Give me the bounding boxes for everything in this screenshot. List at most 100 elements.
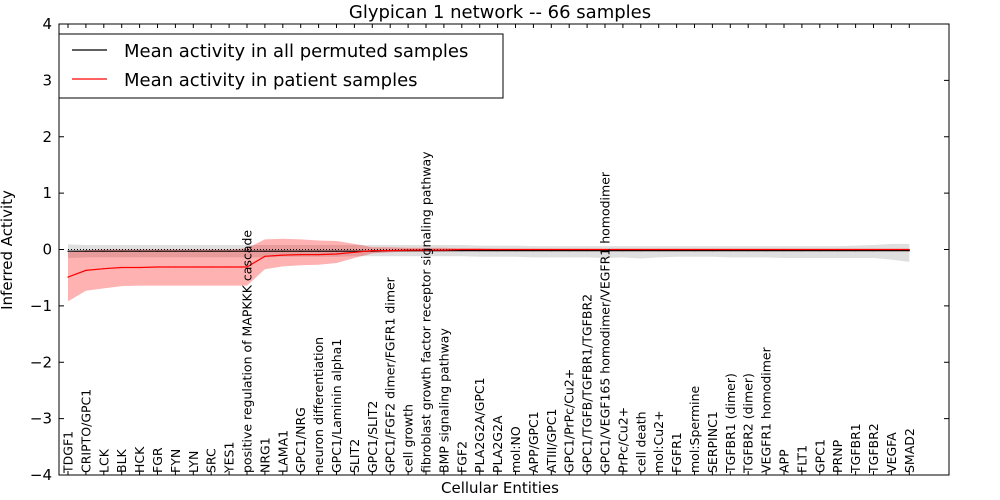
x-tick-label: FLT1 bbox=[794, 445, 809, 473]
point-series-0-26 bbox=[532, 250, 535, 252]
point-series-1-44 bbox=[855, 248, 857, 251]
x-tick-label: cell death bbox=[633, 411, 648, 473]
x-tick-label: BMP signaling pathway bbox=[436, 328, 451, 473]
point-series-0-47 bbox=[908, 250, 910, 252]
point-series-1-14 bbox=[318, 254, 320, 256]
point-series-1-39 bbox=[765, 248, 767, 251]
x-tick-label: positive regulation of MAPKKK cascade bbox=[240, 230, 255, 473]
point-series-1-9 bbox=[228, 266, 230, 268]
chart-title: Glypican 1 network -- 66 samples bbox=[349, 2, 651, 23]
legend-box bbox=[58, 33, 504, 99]
x-tick-label: fibroblast growth factor receptor signal… bbox=[419, 151, 434, 473]
x-tick-label: GPC1/NRG bbox=[293, 407, 308, 473]
point-series-0-3 bbox=[121, 250, 123, 252]
point-series-0-9 bbox=[228, 250, 230, 252]
point-series-1-38 bbox=[747, 248, 749, 251]
point-series-0-38 bbox=[747, 250, 749, 252]
point-series-0-0 bbox=[67, 250, 69, 252]
x-tick-label: mol:NO bbox=[508, 426, 523, 473]
point-series-1-34 bbox=[676, 248, 678, 251]
point-series-0-1 bbox=[85, 250, 87, 252]
x-tick-label: neuron differentiation bbox=[311, 337, 326, 473]
point-series-0-10 bbox=[246, 250, 248, 252]
y-tick-label: −4 bbox=[30, 466, 52, 484]
x-tick-label: SMAD2 bbox=[902, 428, 917, 473]
point-series-0-13 bbox=[300, 250, 302, 252]
point-series-0-41 bbox=[801, 250, 803, 252]
x-tick-label: FGF2 bbox=[454, 441, 469, 473]
point-series-1-6 bbox=[174, 266, 176, 268]
y-tick-label: −3 bbox=[30, 410, 52, 428]
point-series-0-12 bbox=[282, 250, 284, 252]
point-series-1-2 bbox=[103, 268, 105, 270]
point-series-1-31 bbox=[622, 248, 624, 251]
x-tick-label: cell growth bbox=[401, 404, 416, 473]
y-tick-label: 3 bbox=[42, 71, 52, 89]
x-tick-label: GPC1/PrPc/Cu2+ bbox=[562, 369, 577, 473]
point-series-1-25 bbox=[514, 248, 517, 251]
point-series-0-27 bbox=[550, 250, 552, 252]
x-tick-label: GPC1 bbox=[812, 439, 827, 473]
point-series-1-47 bbox=[908, 248, 910, 251]
point-series-0-29 bbox=[586, 250, 588, 252]
point-series-1-37 bbox=[729, 248, 731, 251]
point-series-1-10 bbox=[246, 266, 248, 268]
point-series-1-22 bbox=[461, 248, 463, 251]
point-series-1-20 bbox=[425, 249, 427, 251]
point-series-1-0 bbox=[67, 276, 69, 278]
point-series-0-33 bbox=[658, 250, 660, 252]
x-tick-label: SERPINC1 bbox=[705, 411, 720, 473]
legend-label-permuted: Mean activity in all permuted samples bbox=[124, 41, 468, 62]
point-series-1-13 bbox=[300, 254, 302, 256]
point-series-0-23 bbox=[479, 250, 481, 252]
x-tick-label: GPC1/SLIT2 bbox=[365, 401, 380, 473]
point-series-0-4 bbox=[139, 250, 141, 252]
point-series-0-15 bbox=[335, 250, 338, 252]
point-series-0-45 bbox=[872, 250, 875, 252]
point-series-0-32 bbox=[640, 250, 642, 252]
point-series-0-24 bbox=[497, 250, 499, 252]
point-series-1-21 bbox=[443, 249, 445, 251]
point-series-0-5 bbox=[156, 250, 159, 252]
x-tick-label: PrPc/Cu2+ bbox=[615, 407, 630, 473]
x-tick-label: VEGFA bbox=[884, 432, 899, 473]
point-series-0-11 bbox=[264, 250, 266, 252]
x-tick-label: ATIII/GPC1 bbox=[544, 409, 559, 473]
point-series-0-16 bbox=[353, 250, 355, 252]
point-series-0-31 bbox=[622, 250, 624, 252]
point-series-1-24 bbox=[497, 248, 499, 251]
x-tick-label: PLA2G2A/GPC1 bbox=[472, 377, 487, 473]
point-series-0-30 bbox=[604, 250, 606, 252]
y-tick-label: −2 bbox=[30, 353, 52, 371]
point-series-1-5 bbox=[156, 266, 159, 268]
point-series-1-26 bbox=[532, 248, 535, 251]
y-axis-label: Inferred Activity bbox=[0, 190, 16, 310]
point-series-1-42 bbox=[819, 248, 821, 251]
x-tick-label: FGFR1 bbox=[669, 432, 684, 473]
legend-label-patient: Mean activity in patient samples bbox=[124, 70, 418, 91]
y-tick-label: −1 bbox=[30, 297, 52, 315]
point-series-1-27 bbox=[550, 248, 552, 251]
x-tick-label: GPC1/VEGF165 homodimer/VEGFR1 homodimer bbox=[598, 171, 613, 473]
point-series-0-25 bbox=[514, 250, 517, 252]
x-tick-label: mol:Spermine bbox=[687, 385, 702, 473]
point-series-0-36 bbox=[711, 250, 714, 252]
point-series-1-45 bbox=[872, 248, 875, 251]
series-lines bbox=[67, 248, 910, 278]
point-series-1-1 bbox=[85, 269, 87, 271]
point-series-1-7 bbox=[192, 266, 194, 268]
line-series-0 bbox=[68, 250, 910, 252]
x-tick-label: TDGF1 bbox=[61, 431, 76, 474]
point-series-0-43 bbox=[837, 250, 839, 252]
point-series-1-32 bbox=[640, 248, 642, 251]
point-series-0-6 bbox=[174, 250, 176, 252]
point-series-0-14 bbox=[318, 250, 320, 252]
band-series-0 bbox=[68, 243, 910, 262]
point-series-1-36 bbox=[711, 248, 714, 251]
point-series-0-46 bbox=[890, 250, 893, 252]
x-tick-label: TGFBR2 (dimer) bbox=[741, 373, 756, 474]
x-tick-label: NRG1 bbox=[257, 437, 272, 473]
x-tick-label: LYN bbox=[186, 451, 201, 473]
point-series-1-28 bbox=[568, 248, 570, 251]
